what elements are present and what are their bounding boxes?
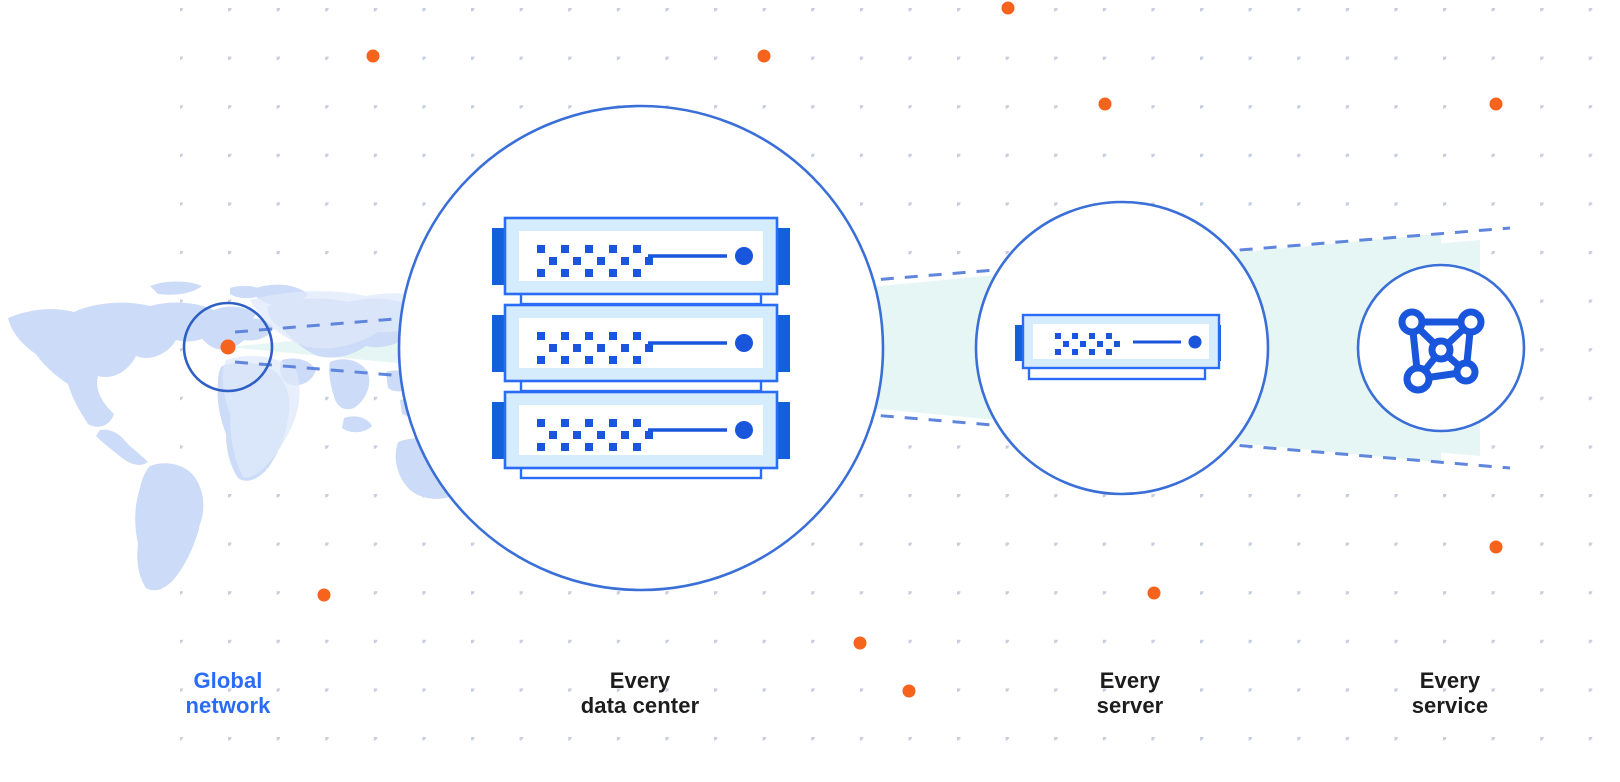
server-node	[974, 200, 1270, 496]
mesh-node	[1403, 364, 1433, 394]
server-led-matrix	[537, 245, 653, 277]
server-unit	[492, 390, 790, 470]
accent-dot	[1147, 586, 1161, 600]
accent-dot	[1098, 97, 1112, 111]
stage-label-global-network: Global network	[185, 668, 271, 718]
server-status-dot	[735, 334, 753, 352]
accent-dot	[317, 588, 331, 602]
server-led-matrix	[537, 419, 653, 451]
server-led-matrix	[1055, 333, 1120, 355]
world-map-far-icon	[222, 291, 444, 478]
mesh-node	[1457, 308, 1485, 336]
server-led-matrix	[537, 332, 653, 364]
accent-dot-group	[317, 1, 1503, 698]
zoom-guide-lower	[234, 360, 1511, 470]
accent-dot	[1001, 1, 1015, 15]
accent-dot	[1489, 97, 1503, 111]
stage-label-every-service: Every service	[1411, 668, 1489, 718]
accent-dot	[757, 49, 771, 63]
accent-dot	[902, 684, 916, 698]
service-mesh-icon	[1398, 308, 1485, 394]
stage-label-every-data-center: Every data center	[580, 668, 700, 718]
mesh-node	[1453, 359, 1479, 385]
server-rack-icon	[492, 216, 790, 480]
zoom-guide-upper	[234, 226, 1511, 334]
stage-label-every-server: Every server	[1096, 668, 1164, 718]
global-network-highlight	[182, 301, 274, 393]
single-server-icon	[1015, 313, 1221, 381]
data-center-node	[397, 104, 885, 592]
accent-dot	[1489, 540, 1503, 554]
mesh-node	[1428, 337, 1454, 363]
server-unit	[492, 303, 790, 383]
global-marker-dot	[220, 339, 236, 355]
server-status-dot	[735, 421, 753, 439]
accent-dot	[853, 636, 867, 650]
server-status-dot	[1188, 335, 1202, 349]
service-node	[1356, 263, 1526, 433]
mesh-node	[1398, 308, 1426, 336]
accent-dot	[366, 49, 380, 63]
server-unit	[492, 216, 790, 296]
server-status-dot	[735, 247, 753, 265]
zoom-guide-lines	[234, 226, 1511, 470]
